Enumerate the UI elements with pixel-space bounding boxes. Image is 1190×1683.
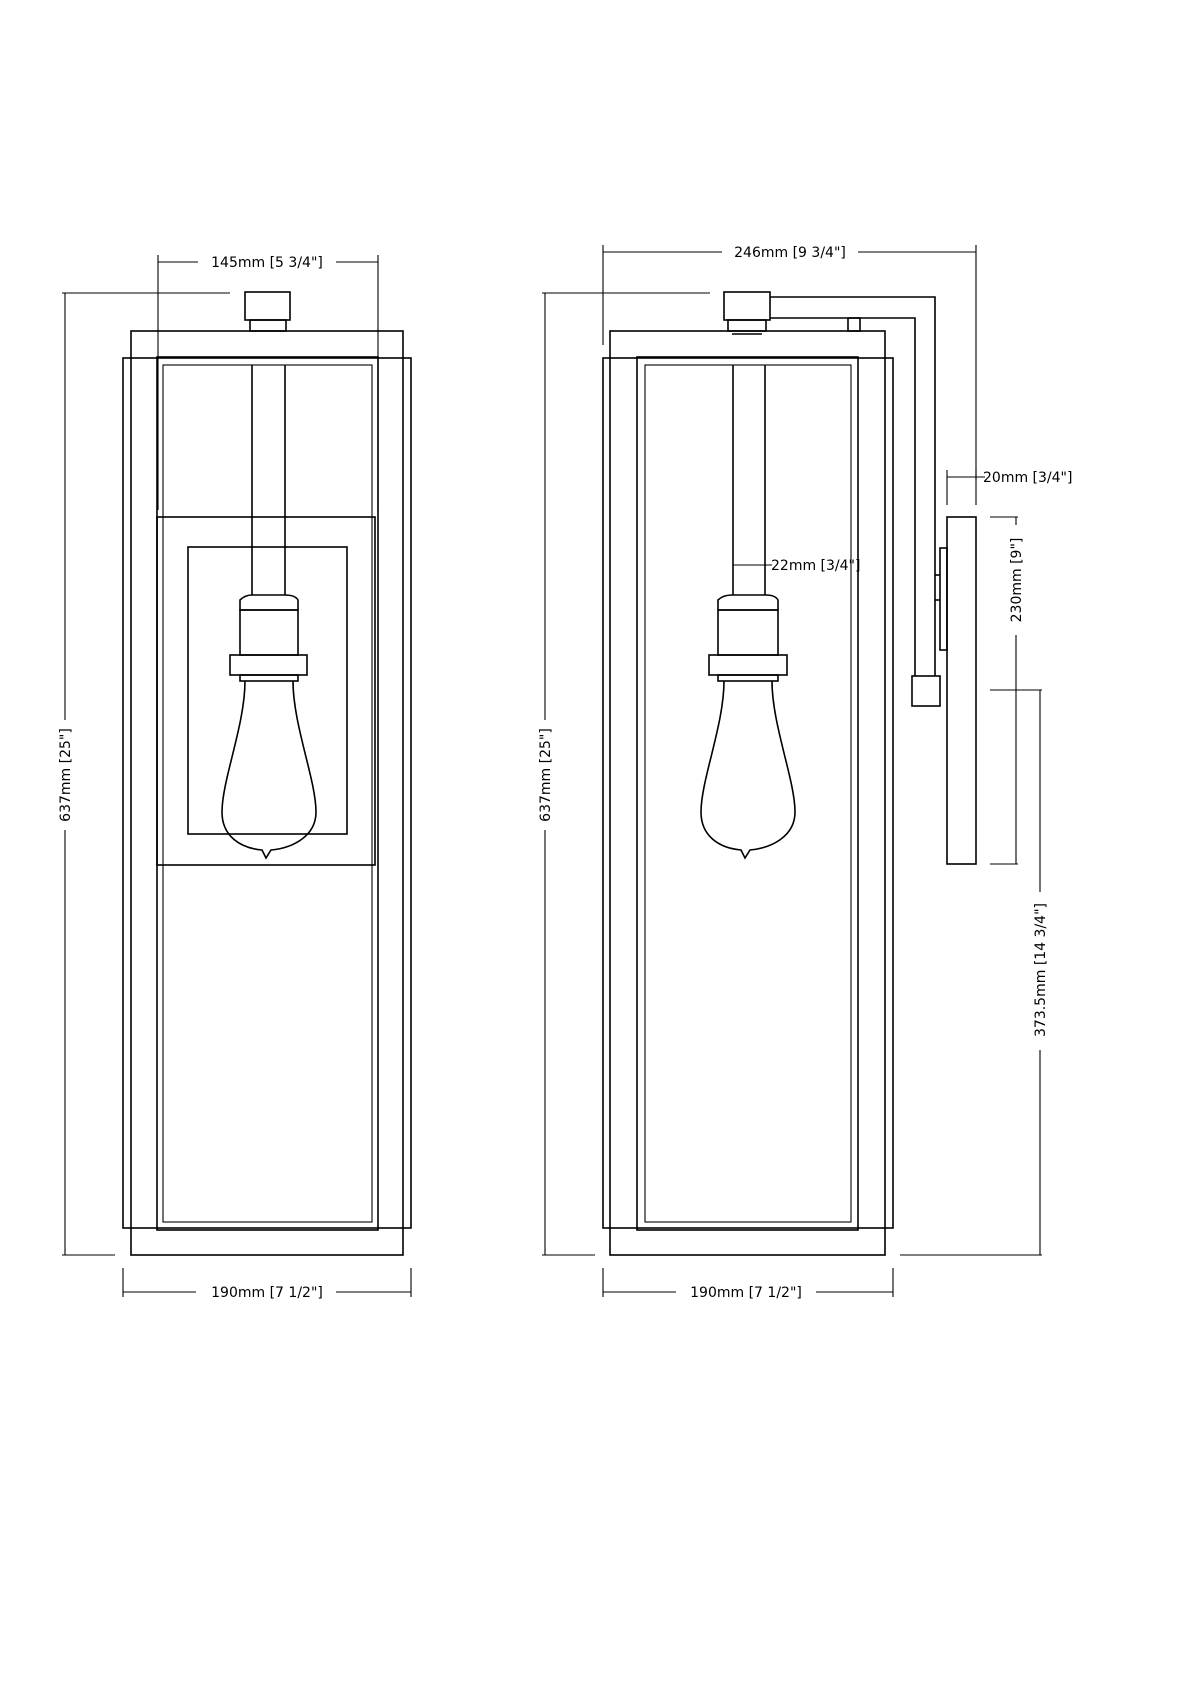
cap-collar	[249, 319, 287, 332]
glass-panel	[644, 364, 852, 1223]
glass-frame	[636, 356, 859, 1231]
side-view-lamp	[602, 291, 977, 1256]
cap-collar	[727, 319, 767, 332]
glass-frame	[156, 356, 379, 1231]
backplate-height-label: 230mm [9"]	[1009, 538, 1025, 623]
side-base-width-label: 190mm [7 1/2"]	[690, 1285, 802, 1301]
backplate-bracket	[939, 547, 948, 651]
glass-panel	[162, 364, 373, 1223]
side-height-label: 637mm [25"]	[538, 728, 554, 822]
wall-backplate	[946, 516, 977, 865]
backplate-depth-label: 20mm [3/4"]	[983, 470, 1072, 486]
socket-ring	[708, 654, 788, 676]
inner-panel	[187, 546, 348, 835]
side-dimensions: 246mm [9 3/4"] 637mm [25"] 190mm [7 1/2"…	[535, 242, 1072, 1302]
mount-height-label: 373.5mm [14 3/4"]	[1033, 903, 1049, 1037]
mount-cap	[244, 291, 291, 321]
socket-top	[717, 594, 779, 611]
side-depth-label: 246mm [9 3/4"]	[734, 245, 846, 261]
edison-bulb	[700, 680, 796, 860]
arm-knuckle	[911, 675, 941, 707]
socket-body	[239, 609, 299, 656]
arm-stub	[847, 317, 861, 332]
outer-plate	[602, 357, 894, 1229]
front-height-label: 637mm [25"]	[58, 728, 74, 822]
front-top-width-label: 145mm [5 3/4"]	[211, 255, 323, 271]
front-dimensions: 145mm [5 3/4"] 637mm [25"] 190mm [7 1/2"…	[55, 252, 412, 1302]
socket-top	[239, 594, 299, 611]
edison-bulb	[221, 680, 317, 860]
rod-diameter-label: 22mm [3/4"]	[771, 558, 860, 574]
front-view-lamp	[122, 291, 412, 1256]
mount-cap	[723, 291, 771, 321]
inner-frame	[156, 516, 376, 866]
outer-plate	[122, 357, 412, 1229]
lantern-body	[130, 330, 404, 1256]
lantern-body	[609, 330, 886, 1256]
wall-arm	[770, 296, 936, 676]
socket-body	[717, 609, 779, 656]
socket-ring	[229, 654, 308, 676]
front-base-width-label: 190mm [7 1/2"]	[211, 1285, 323, 1301]
